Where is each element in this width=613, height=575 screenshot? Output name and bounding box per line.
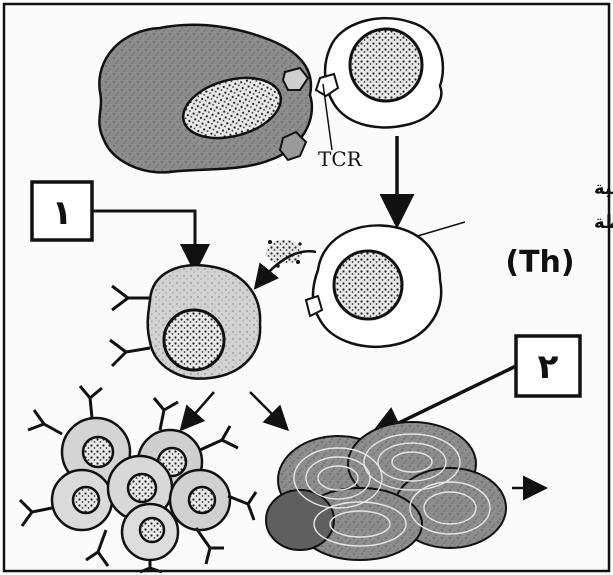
tcr-label: TCR — [318, 147, 363, 171]
arrow-to-clones — [186, 392, 214, 424]
label-box-1-text: ١ — [52, 193, 73, 233]
th-label-line2: مساعدة مُنشّطة — [594, 211, 613, 233]
arrow-to-plasma — [250, 392, 282, 424]
b-cell — [110, 265, 260, 378]
th-nucleus — [334, 251, 402, 319]
memory-b-cell-cluster — [20, 386, 256, 572]
antigen-presenting-cell — [99, 25, 312, 173]
b-cell-nucleus — [164, 310, 224, 370]
label-box-2-text: ٢ — [538, 347, 559, 387]
helper-t-cell — [306, 225, 441, 346]
t-cell-naive — [316, 18, 443, 127]
b-cell-receptors — [110, 286, 150, 366]
t-cell-nucleus — [350, 29, 422, 101]
th-label-line1: خليّة لمفاوية تائية — [594, 178, 613, 199]
th-abbreviation: (Th) — [505, 245, 574, 280]
box-1-pointer — [92, 211, 195, 262]
plasma-cell-cluster — [266, 422, 506, 560]
